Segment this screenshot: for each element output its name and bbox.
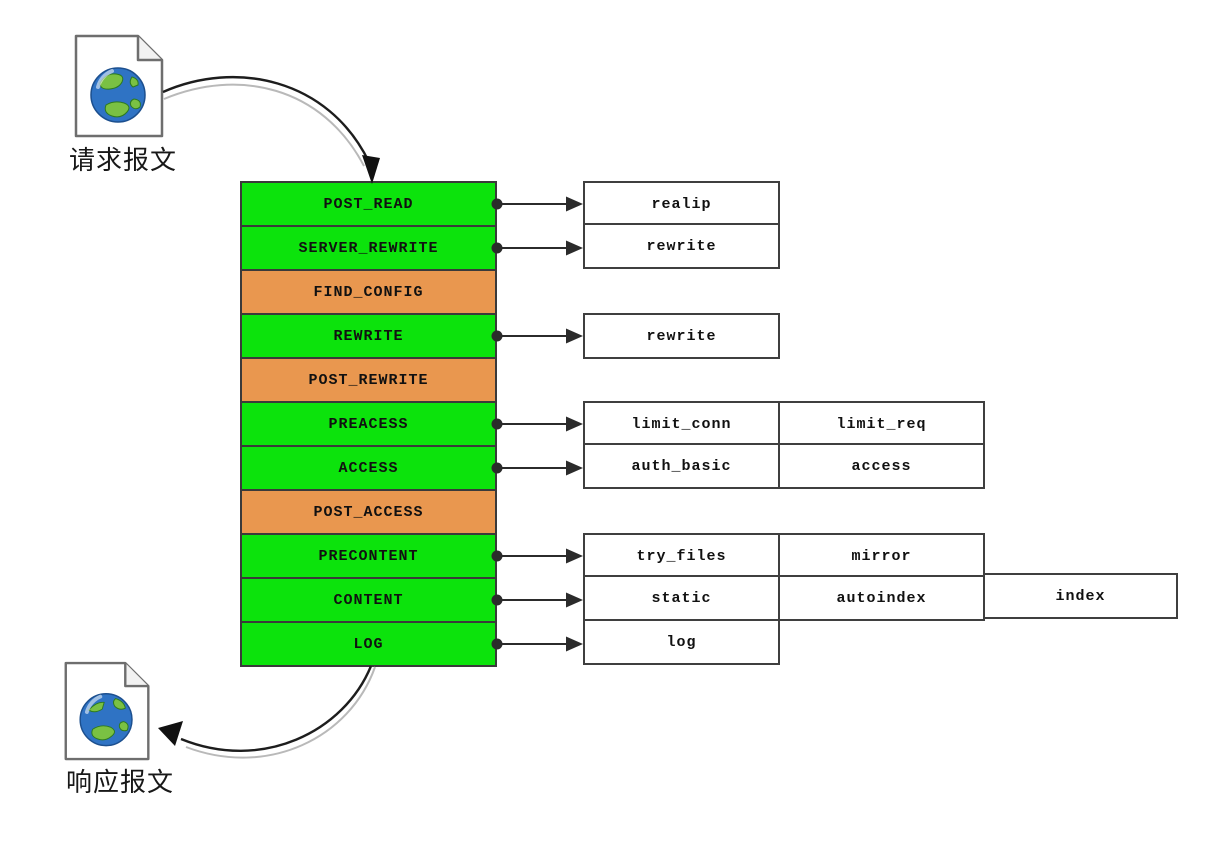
connector-arrowhead [566,636,583,652]
phase-access: ACCESS [240,445,497,491]
phase-server_rewrite: SERVER_REWRITE [240,225,497,271]
module-limit_req: limit_req [778,401,985,447]
connector-arrowhead [566,240,583,256]
phase-content: CONTENT [240,577,497,623]
globe-icon [90,67,146,123]
globe-icon [79,693,133,747]
connector-arrowhead [566,416,583,432]
connector-arrowhead [566,460,583,476]
module-auth_basic: auth_basic [583,443,780,489]
response-document-icon [60,660,156,769]
connector-precontent [491,548,583,564]
phase-post_rewrite: POST_REWRITE [240,357,497,403]
connector-post_read [491,196,583,212]
connector-access [491,460,583,476]
phase-post_access: POST_ACCESS [240,489,497,535]
module-mirror: mirror [778,533,985,579]
module-index: index [983,573,1178,619]
response-arrowhead [158,721,183,746]
connector-arrowhead [566,196,583,212]
connector-preacess [491,416,583,432]
phase-precontent: PRECONTENT [240,533,497,579]
module-rewrite: rewrite [583,313,780,359]
phase-find_config: FIND_CONFIG [240,269,497,315]
connector-server_rewrite [491,240,583,256]
module-autoindex: autoindex [778,575,985,621]
module-rewrite: rewrite [583,223,780,269]
module-access: access [778,443,985,489]
phase-rewrite: REWRITE [240,313,497,359]
response-flow-arrow [158,665,376,759]
request-document-icon [70,33,170,146]
response-label: 响应报文 [65,767,174,797]
phase-preacess: PREACESS [240,401,497,447]
connector-rewrite [491,328,583,344]
phase-module-connectors [491,196,583,652]
request-arrowhead [362,155,380,184]
module-try_files: try_files [583,533,780,579]
connector-arrowhead [566,328,583,344]
request-flow-arrow [162,75,380,184]
connector-log [491,636,583,652]
module-log: log [583,619,780,665]
phase-post_read: POST_READ [240,181,497,227]
connector-content [491,592,583,608]
module-static: static [583,575,780,621]
module-limit_conn: limit_conn [583,401,780,447]
connector-arrowhead [566,592,583,608]
module-realip: realip [583,181,780,227]
connector-arrowhead [566,548,583,564]
request-label: 请求报文 [68,145,177,175]
phase-log: LOG [240,621,497,667]
